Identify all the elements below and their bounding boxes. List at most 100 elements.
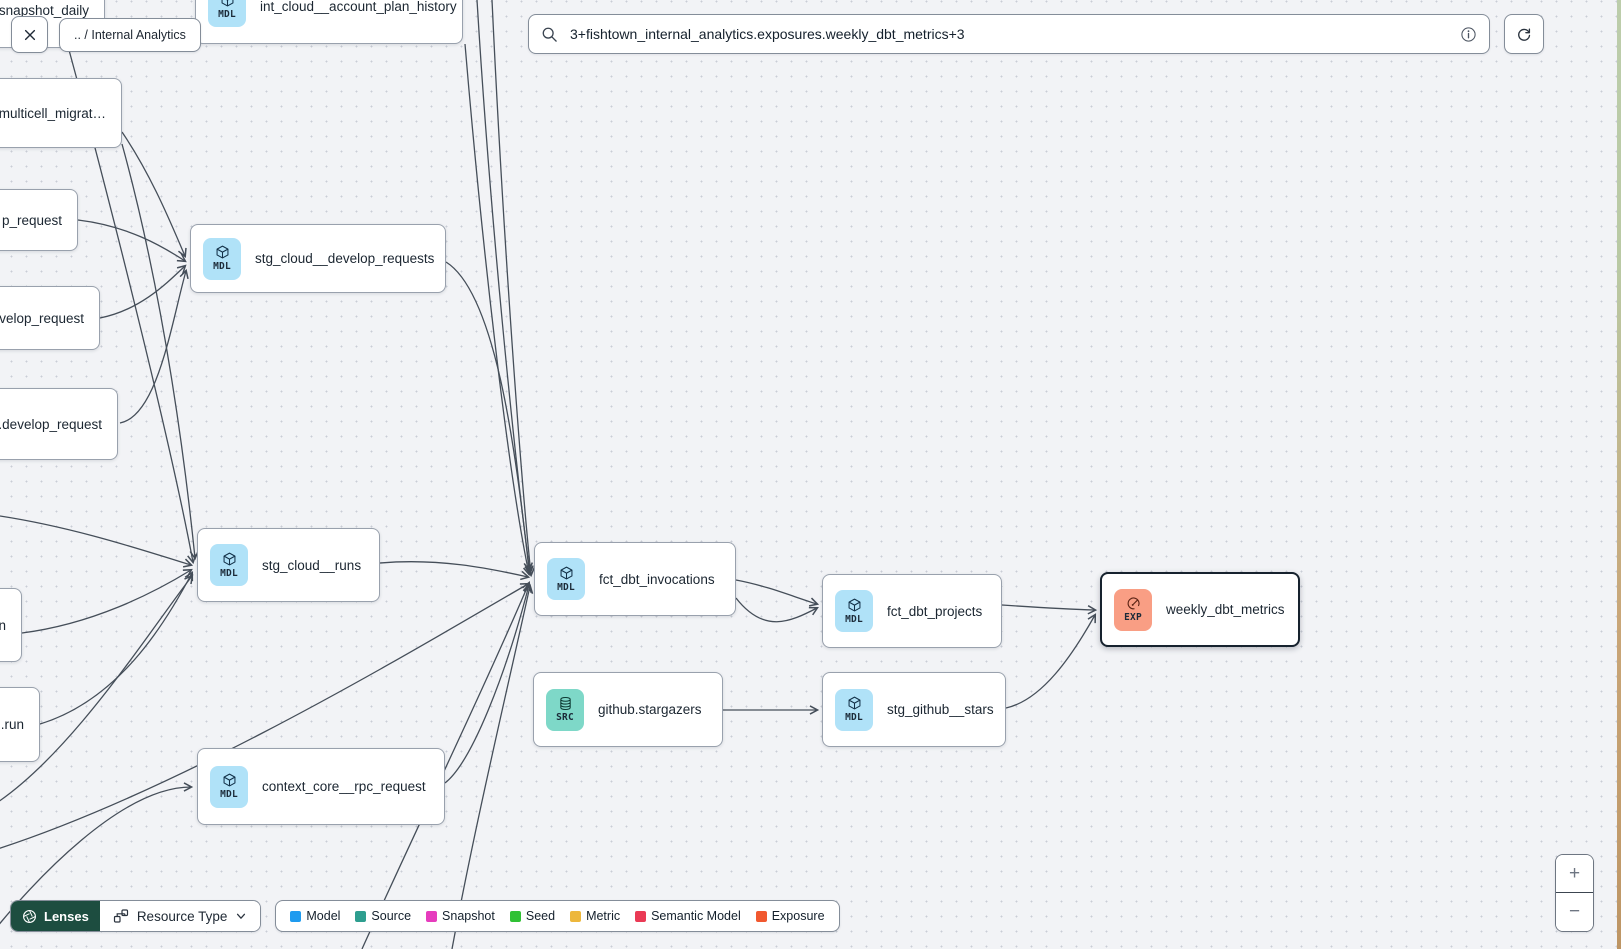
legend-item-seed: Seed <box>509 909 556 923</box>
resource-type-label: Resource Type <box>136 908 228 924</box>
graph-node-velop_request[interactable]: velop_request <box>0 286 100 350</box>
legend-swatch <box>755 910 767 922</box>
node-label: n <box>0 617 6 633</box>
info-icon[interactable] <box>1460 26 1477 43</box>
breadcrumb[interactable]: .. / Internal Analytics <box>59 18 201 52</box>
cube-icon <box>847 598 862 613</box>
badge-label: MDL <box>213 261 231 272</box>
desktop-edge-strip <box>1617 0 1621 949</box>
cube-icon <box>847 696 862 711</box>
breadcrumb-label: .. / Internal Analytics <box>74 28 186 42</box>
legend-label: Model <box>306 909 341 923</box>
node-label: fct_dbt_projects <box>887 603 983 619</box>
lenses-label: Lenses <box>44 908 89 924</box>
badge-label: MDL <box>220 567 238 579</box>
legend-swatch <box>426 910 438 922</box>
graph-node-fct_dbt_invocations[interactable]: MDL fct_dbt_invocations <box>534 542 736 616</box>
graph-node-int_cloud__account_plan_history[interactable]: MDL int_cloud__account_plan_history <box>195 0 463 44</box>
badge-label: SRC <box>556 712 574 723</box>
resource-type-icon <box>113 908 129 924</box>
node-label: context_core__rpc_request <box>262 779 426 794</box>
exp-badge: EXP <box>1114 588 1152 631</box>
legend-swatch <box>635 910 647 922</box>
node-label: stg_cloud__runs <box>262 557 362 573</box>
legend-swatch <box>355 910 367 922</box>
graph-node-context_core__rpc_request[interactable]: MDL context_core__rpc_request <box>197 748 445 825</box>
zoom-controls: + − <box>1555 854 1594 932</box>
graph-node-stg_cloud__runs[interactable]: MDL stg_cloud__runs <box>197 528 380 602</box>
node-label: .run <box>0 717 24 732</box>
cube-icon <box>222 773 237 788</box>
cube-icon <box>559 566 574 581</box>
graph-node-github_stargazers[interactable]: SRC github.stargazers <box>533 672 723 747</box>
graph-node-develop_request[interactable]: .develop_request <box>0 388 118 460</box>
legend-label: Semantic Model <box>651 909 741 923</box>
filter-pill: Lenses Resource Type <box>10 900 262 932</box>
legend-label: Exposure <box>771 909 825 923</box>
badge-label: MDL <box>845 613 863 625</box>
legend-item-semantic-model: Semantic Model <box>635 909 741 923</box>
node-label: p_request <box>1 212 62 228</box>
graph-node-p_request[interactable]: p_request <box>0 189 78 251</box>
node-label: weekly_dbt_metrics <box>1166 602 1285 617</box>
resource-type-legend: Model Source Snapshot Seed Metric Semantic Mo… <box>275 900 840 932</box>
legend-label: Metric <box>586 909 621 923</box>
mdl-badge: MDL <box>210 544 248 586</box>
legend-item-metric: Metric <box>570 909 620 923</box>
node-label: int_cloud__account_plan_history <box>260 0 457 14</box>
graph-node-stg_github__stars[interactable]: MDL stg_github__stars <box>822 672 1006 747</box>
close-icon <box>23 28 37 42</box>
legend-swatch <box>290 910 302 922</box>
badge-label: MDL <box>220 789 238 800</box>
lenses-icon <box>22 909 37 924</box>
node-label: github.stargazers <box>598 702 702 717</box>
node-label: stg_github__stars <box>887 702 994 717</box>
badge-label: MDL <box>845 712 863 723</box>
bottom-toolbar: Lenses Resource Type Model Source Snapshot… <box>10 900 840 932</box>
legend-label: Seed <box>525 909 556 923</box>
mdl-badge: MDL <box>835 590 873 632</box>
graph-node-n_node[interactable]: n <box>0 588 22 662</box>
cube-icon <box>222 552 237 567</box>
mdl-badge: MDL <box>835 688 873 731</box>
mdl-badge: MDL <box>210 765 248 808</box>
badge-label: EXP <box>1124 612 1142 623</box>
resource-type-button[interactable]: Resource Type <box>99 901 261 931</box>
database-icon <box>558 696 573 711</box>
src-badge: SRC <box>546 688 584 731</box>
node-label: snapshot_daily <box>0 2 89 18</box>
node-label: multicell_migrat… <box>0 105 106 121</box>
legend-label: Snapshot <box>442 909 495 923</box>
lenses-button[interactable]: Lenses <box>11 901 100 931</box>
graph-node-multicell_migrat[interactable]: multicell_migrat… <box>0 78 122 148</box>
graph-node-weekly_dbt_metrics[interactable]: EXP weekly_dbt_metrics <box>1100 572 1300 647</box>
chevron-down-icon <box>235 910 247 922</box>
legend-item-model: Model <box>290 909 340 923</box>
gauge-icon <box>1126 596 1141 611</box>
zoom-in-button[interactable]: + <box>1556 855 1593 893</box>
legend-swatch <box>509 910 521 922</box>
legend-label: Source <box>371 909 412 923</box>
mdl-badge: MDL <box>208 0 246 27</box>
lineage-search <box>528 14 1490 54</box>
search-input[interactable] <box>568 25 1450 43</box>
cube-icon <box>220 0 235 8</box>
refresh-icon <box>1515 25 1533 43</box>
legend-item-snapshot: Snapshot <box>426 909 495 923</box>
close-button[interactable] <box>11 16 48 53</box>
graph-node-run_node[interactable]: .run <box>0 687 40 762</box>
legend-swatch <box>570 910 582 922</box>
node-label: fct_dbt_invocations <box>599 571 715 587</box>
zoom-out-button[interactable]: − <box>1556 893 1593 931</box>
node-label: velop_request <box>0 310 84 326</box>
graph-node-fct_dbt_projects[interactable]: MDL fct_dbt_projects <box>822 574 1002 648</box>
mdl-badge: MDL <box>203 237 241 280</box>
cube-icon <box>215 245 230 260</box>
legend-item-exposure: Exposure <box>755 909 825 923</box>
node-label: .develop_request <box>0 416 102 432</box>
mdl-badge: MDL <box>547 558 585 600</box>
refresh-button[interactable] <box>1504 14 1544 54</box>
badge-label: MDL <box>557 581 575 593</box>
